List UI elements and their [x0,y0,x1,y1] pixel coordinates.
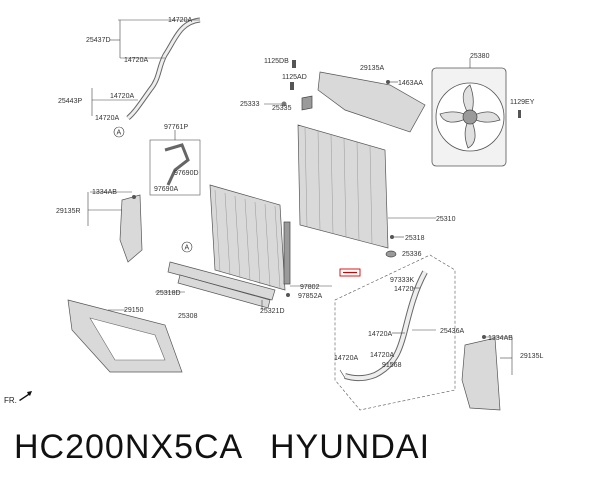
brand-name: HYUNDAI [270,428,431,466]
label-14720a-3: 14720A [110,93,134,100]
air-guide-opening [89,317,166,361]
label-25318: 25318 [405,235,425,242]
label-97802: 97802 [300,284,320,291]
bolt-1463aa [386,80,390,84]
front-arrow-icon [19,391,32,401]
bolt-1334ab-right [482,335,486,339]
bracket-25335 [301,95,313,111]
ac-line-bracket [164,143,190,186]
lower-bar-25308 [177,274,271,309]
label-14720a-4: 14720A [95,115,119,122]
leader-14720a-6 [339,369,346,379]
label-29135l: 29135L [520,353,543,360]
label-25436a: 25436A [440,328,464,335]
label-25443p: 25443P [58,98,82,105]
label-25318d: 25318D [156,290,181,297]
bolt-1129ey [518,110,521,118]
label-25380: 25380 [470,53,490,60]
label-25308: 25308 [178,313,198,320]
ref-mark-a-top-label: A [117,130,122,137]
label-25321d: 25321D [260,308,285,315]
label-14720a-5: 14720A [368,331,392,338]
lower-hose-box [334,254,456,411]
radiator [297,124,389,249]
label-25310: 25310 [436,216,456,223]
label-14720a-top: 14720A [168,17,192,24]
label-29150: 29150 [124,307,144,314]
ref-mark-a-top [113,126,125,138]
bolt-1125db [292,60,296,68]
label-14720a-6: 14720A [334,355,358,362]
air-guard-right [461,337,501,411]
bolt-97852a [286,293,290,297]
front-direction-label: FR. [4,396,17,405]
receiver-drier [283,221,291,285]
label-14720a-2: 14720A [124,57,148,64]
air-guard-left [119,194,143,263]
fan-blades [439,84,501,149]
label-1125ad: 1125AD [282,74,307,81]
label-97690d: 97690D [174,170,199,177]
top-cover-29135a [317,71,426,133]
diagram-code: HC200NX5CA [14,428,244,466]
label-1129ey: 1129EY [510,99,535,106]
ref-mark-a-bottom [181,241,193,253]
label-25335: 25335 [272,105,292,112]
label-1125db: 1125DB [264,58,289,65]
label-29135r: 29135R [56,208,81,215]
grommet-25333 [281,101,287,107]
label-97852a: 97852A [298,293,322,300]
label-97690a: 97690A [154,186,178,193]
label-25333: 25333 [240,101,260,108]
fan-hub [462,109,478,125]
parts-diagram: 14720A 25437D 14720A 25443P 14720A 14720… [56,17,543,411]
label-25336: 25336 [402,251,422,258]
lower-bar-upper [167,261,276,301]
ref-mark-a-bottom-label: A [185,245,190,252]
label-1334ab-left: 1334AB [92,189,117,196]
label-91568: 91568 [382,362,402,369]
condenser-fins [214,189,281,290]
label-29135a: 29135A [360,65,384,72]
mount-25336 [385,250,397,258]
label-97761p: 97761P [164,124,188,131]
radiator-fins [304,127,373,245]
upper-hose-inner [127,18,201,120]
bolt-1334ab-left [132,195,136,199]
footer: HC200NX5CA HYUNDAI [14,428,594,478]
label-25437d: 25437D [86,37,111,44]
label-14720: 14720 [394,286,414,293]
bracket-25318 [390,235,394,239]
label-14720a-7: 14720A [370,352,394,359]
label-97333k: 97333K [390,277,414,284]
lower-hose-inner [344,271,427,381]
label-1463aa: 1463AA [398,80,423,87]
bolt-1125ad [290,82,294,90]
label-1334ab-right: 1334AB [488,335,513,342]
